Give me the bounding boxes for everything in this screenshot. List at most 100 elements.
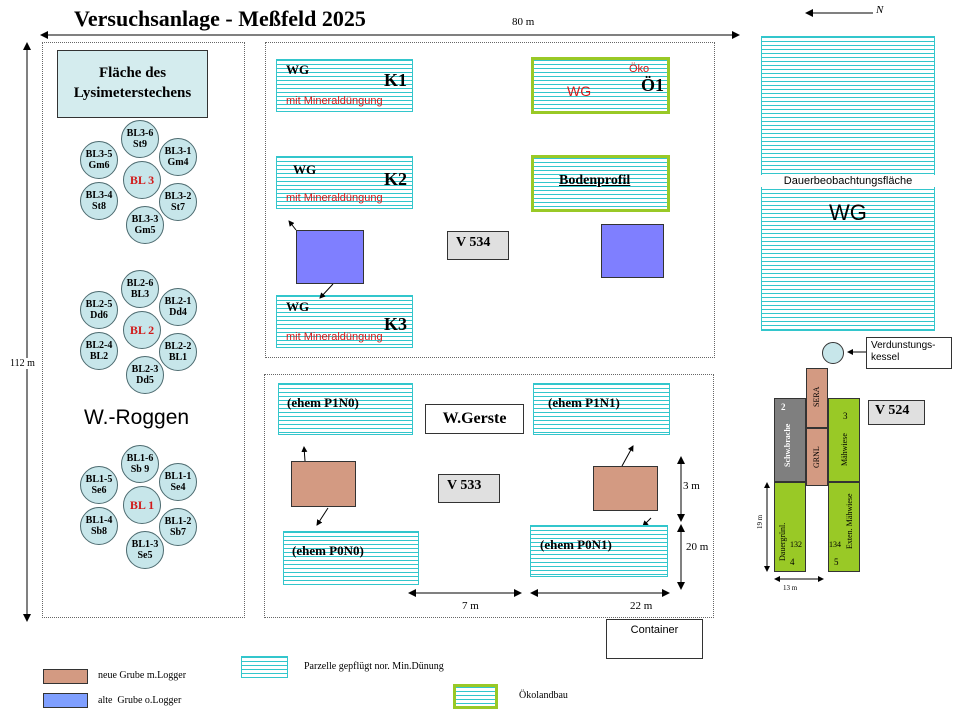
lysimeter-circle-code: Dd4 <box>169 307 187 318</box>
strip-grnl <box>806 428 828 486</box>
legend-new-pit-swatch <box>43 669 88 684</box>
plot-k1-note: mit Mineraldüngung <box>286 95 383 107</box>
lysimeter-circle-code: BL1 <box>168 352 188 363</box>
plot-o1-wg: WG <box>567 83 592 99</box>
lysimeter-circle-id: BL1-1 <box>164 471 192 482</box>
plot-k2-note: mit Mineraldüngung <box>286 192 383 204</box>
lysimeter-area <box>42 42 245 618</box>
plot-p0n0 <box>283 531 419 585</box>
lysimeter-circle-id: BL1-6 <box>126 453 154 464</box>
lysimeter-center-label: BL 1 <box>129 497 155 512</box>
lysimeter-circle-id: BL2-5 <box>85 299 113 310</box>
lysimeter-center-label: BL 3 <box>129 172 155 187</box>
plot-p0n0-label: (ehem P0N0) <box>292 543 364 558</box>
verdunstungskessel-icon <box>822 342 844 364</box>
lower-field <box>264 374 714 618</box>
container: Container <box>606 619 703 659</box>
variant-v524: V 524 <box>868 400 925 425</box>
legend-parcel-label: Parzelle gepflügt nor. Min.Dünung <box>304 661 444 672</box>
strip-sera <box>806 368 828 428</box>
page-title: Versuchsanlage - Meßfeld 2025 <box>74 6 366 31</box>
plot-p0n1-label: (ehem P0N1) <box>540 537 612 552</box>
dim-13m-arrow <box>774 576 824 582</box>
lysimeter-circle-id: BL2-4 <box>85 340 113 351</box>
legend-old-pit-label: alte Grube o.Logger <box>98 695 182 706</box>
strip-3-number: 3 <box>843 411 848 421</box>
dim-22m-arrow <box>530 589 670 597</box>
strip-grnl-label: GRNL <box>812 446 821 468</box>
height-dimension-arrow <box>23 42 31 622</box>
lysimeter-center: BL 1 <box>123 486 161 524</box>
lysimeter-center: BL 2 <box>123 311 161 349</box>
crop-label-roggen: W.-Roggen <box>84 406 190 429</box>
lysimeter-circle-id: BL3-1 <box>164 146 192 157</box>
lysimeter-circle-id: BL2-3 <box>131 364 159 375</box>
lysimeter-circle-id: BL1-2 <box>164 516 192 527</box>
lysimeter-circle-id: BL3-5 <box>85 149 113 160</box>
plot-p1n1-label: (ehem P1N1) <box>548 395 620 410</box>
plot-p1n0-label: (ehem P1N0) <box>287 395 359 410</box>
lysimeter-circle-code: Sb 9 <box>130 464 150 475</box>
strip-sera-label: SERA <box>812 386 821 408</box>
lysimeter-circle-id: BL1-4 <box>85 515 113 526</box>
strip-dauergruen-label: Dauergrünl. <box>778 522 787 562</box>
plot-k3-wg: WG <box>286 299 310 314</box>
north-label: N <box>876 4 884 16</box>
dim-22m: 22 m <box>630 600 653 612</box>
new-pit-lower-right <box>593 466 658 511</box>
upper-field <box>265 42 715 358</box>
plot-k1-wg: WG <box>286 62 310 77</box>
strip-3-maehwiese <box>828 398 860 482</box>
plot-o1-oeko: Öko <box>629 63 650 75</box>
lysimeter-circle-code: St8 <box>92 201 106 212</box>
dauer-wg: WG <box>829 200 867 225</box>
crop-label-gerste: W.Gerste <box>425 404 524 434</box>
dim-19m: 19 m <box>756 514 764 530</box>
lysimeter-circle-code: Dd6 <box>90 310 108 321</box>
width-dimension-arrow <box>40 31 740 39</box>
lysimeter-circle-id: BL2-2 <box>164 341 192 352</box>
new-pit-lower-left <box>291 461 356 507</box>
dim-7m-arrow <box>408 589 522 597</box>
plot-p1n0 <box>278 383 413 435</box>
lysimeter-circle-id: BL1-3 <box>131 539 159 550</box>
legend-old-pit-swatch <box>43 693 88 708</box>
lysimeter-circle-id: BL2-1 <box>164 296 192 307</box>
lysimeter-circle-code: BL3 <box>130 289 150 300</box>
lysimeter-circle-id: BL3-6 <box>126 128 154 139</box>
old-pit-upper-right <box>601 224 664 278</box>
variant-v534: V 534 <box>447 231 509 260</box>
dim-20m-arrow <box>677 524 685 590</box>
strip-134: 134 <box>829 540 841 549</box>
lysimeter-center: BL 3 <box>123 161 161 199</box>
strip-4-dauergruen <box>774 482 806 572</box>
plot-p0n1 <box>530 525 668 577</box>
lysimeter-circle-code: Sb8 <box>90 526 108 537</box>
height-dimension: 112 m <box>10 358 35 369</box>
lysimeter-circle-code: Gm5 <box>134 225 156 236</box>
plot-k1-id: K1 <box>384 70 408 90</box>
lysimeter-circle-id: BL3-4 <box>85 190 113 201</box>
lysimeter-circle-id: BL3-3 <box>131 214 159 225</box>
lysimeter-circle-code: Se4 <box>170 482 186 493</box>
dim-3m-arrow <box>677 456 685 522</box>
strip-5-ext-maehwiese <box>828 482 860 572</box>
plot-k3-note: mit Mineraldüngung <box>286 331 383 343</box>
lysimeter-circle-code: BL2 <box>89 351 109 362</box>
plot-k3 <box>276 295 413 348</box>
lysimeter-circle-code: Dd5 <box>136 375 154 386</box>
dim-19m-arrow <box>764 482 770 572</box>
legend-oeko-label: Ökolandbau <box>519 690 568 701</box>
